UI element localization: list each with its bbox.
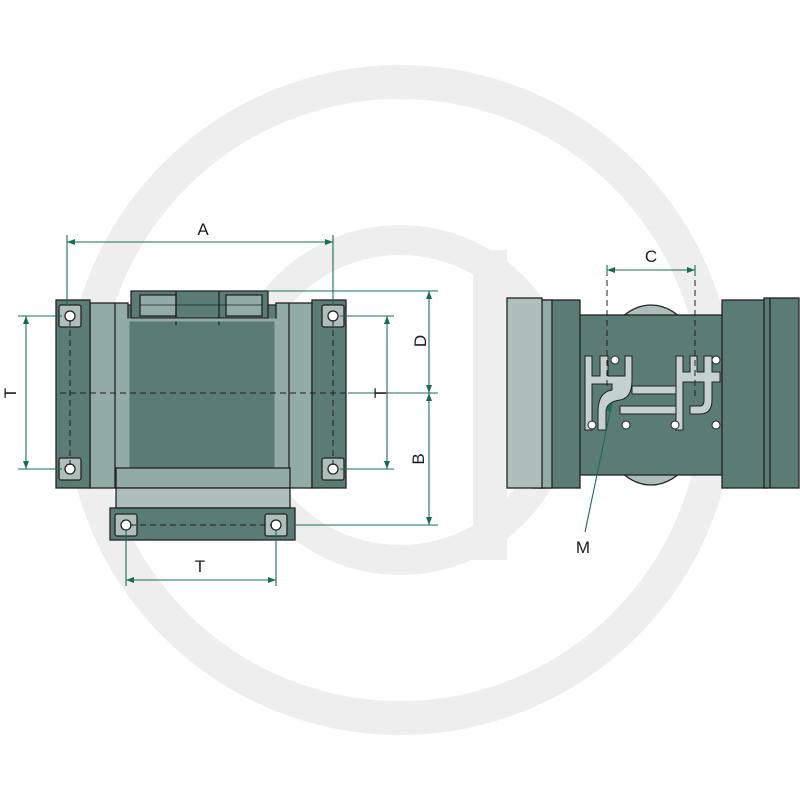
dimension-arrowheads (23, 239, 695, 583)
tee-fitting-side-view (506, 270, 800, 489)
label-dimension-b: B (409, 453, 428, 464)
label-dimension-t-bottom: T (195, 557, 205, 576)
label-dimension-d: D (411, 335, 430, 347)
tee-fitting-front-view (55, 290, 350, 541)
label-dimension-a: A (197, 220, 209, 239)
label-dimension-t-left: T (1, 388, 20, 398)
label-part-m: M (576, 538, 590, 557)
label-dimension-c: C (645, 247, 657, 266)
label-dimension-t-middle: T (371, 388, 390, 398)
